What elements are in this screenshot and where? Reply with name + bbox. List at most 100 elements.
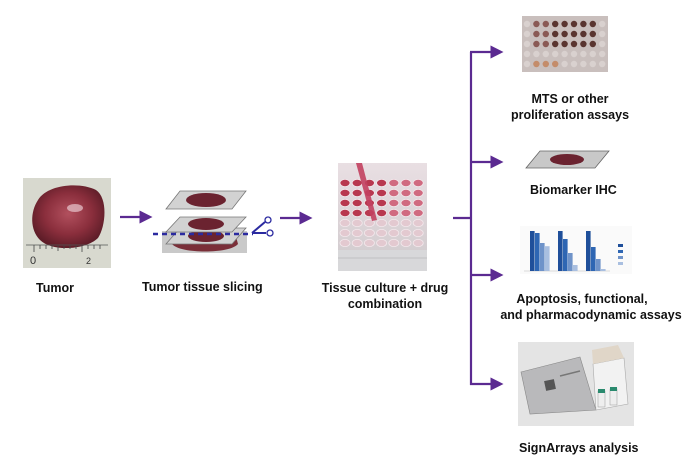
well	[400, 228, 412, 237]
mini-bar	[530, 231, 535, 271]
well	[339, 208, 351, 217]
step-label-slicing: Tumor tissue slicing	[142, 280, 263, 294]
mts-well	[561, 60, 568, 68]
mini-bar	[545, 246, 550, 271]
mts-well	[542, 30, 549, 38]
tissue-slide-illustration	[525, 150, 610, 169]
well	[376, 178, 388, 187]
mts-well	[533, 30, 540, 38]
mts-well	[599, 50, 606, 58]
mts-well	[589, 20, 596, 28]
well	[363, 218, 375, 227]
well	[351, 218, 363, 227]
mts-well	[580, 60, 587, 68]
well	[388, 228, 400, 237]
mts-well	[570, 50, 578, 58]
well	[339, 238, 351, 247]
mini-bar	[558, 231, 563, 271]
mts-well	[561, 20, 568, 28]
mini-bar	[535, 233, 540, 271]
output-label-mts: MTS or other proliferation assays	[510, 91, 630, 123]
well	[412, 208, 424, 217]
well	[339, 218, 351, 227]
output-label-signarrays: SignArrays analysis	[519, 441, 639, 455]
mts-well	[533, 50, 540, 58]
mts-well	[570, 40, 578, 48]
well	[400, 188, 412, 197]
mts-well	[580, 50, 587, 58]
mts-well	[580, 20, 587, 28]
mini-bar	[591, 247, 596, 271]
tissue-slice-2	[165, 216, 247, 233]
mts-well	[561, 50, 568, 58]
output-label-mts-line1: MTS or other	[531, 92, 609, 106]
well	[351, 238, 363, 247]
step-label-culture-line1: Tissue culture + drug	[321, 281, 449, 295]
mini-legend-swatch	[618, 244, 623, 247]
mini-bar	[563, 239, 568, 271]
well	[376, 208, 388, 217]
well	[351, 178, 363, 187]
step-label-tumor: Tumor	[36, 281, 74, 295]
well	[376, 238, 388, 247]
mts-well	[542, 60, 549, 68]
mts-well	[542, 20, 549, 28]
tissue-slice-1	[165, 190, 247, 210]
mts-well	[523, 60, 531, 68]
mts-well	[552, 30, 559, 38]
branch-connector	[453, 45, 504, 391]
well-plate-photo	[522, 16, 608, 72]
mini-legend-swatch	[618, 262, 623, 265]
well	[376, 228, 388, 237]
well	[339, 178, 351, 187]
well	[388, 198, 400, 207]
output-label-apoptosis-line2: and pharmacodynamic assays	[500, 308, 682, 322]
well	[339, 228, 351, 237]
mts-well	[561, 40, 568, 48]
mts-well	[533, 20, 540, 28]
mts-well	[552, 50, 559, 58]
well	[388, 178, 400, 187]
mts-well	[589, 50, 596, 58]
output-label-mts-line2: proliferation assays	[510, 108, 630, 122]
mini-bar	[568, 253, 573, 271]
mts-well	[580, 30, 587, 38]
mini-legend-swatch	[618, 256, 623, 259]
well	[412, 238, 424, 247]
well	[388, 208, 400, 217]
well	[400, 178, 412, 187]
mts-well	[552, 60, 559, 68]
svg-text:2: 2	[86, 256, 91, 266]
mts-well	[589, 40, 596, 48]
well	[339, 198, 351, 207]
well	[388, 218, 400, 227]
output-label-ihc: Biomarker IHC	[530, 183, 617, 197]
mini-bar	[596, 259, 601, 271]
well	[412, 218, 424, 227]
well	[351, 208, 363, 217]
tumor-photo: 0 2	[23, 178, 111, 268]
well	[363, 238, 375, 247]
mts-well	[552, 20, 559, 28]
mts-well	[589, 30, 596, 38]
well	[412, 228, 424, 237]
scissors-icon	[251, 216, 274, 237]
svg-text:0: 0	[30, 255, 36, 267]
well	[400, 198, 412, 207]
mts-well	[580, 40, 587, 48]
well-plate-pipette-photo	[338, 163, 427, 271]
mini-legend-swatch	[618, 250, 623, 253]
output-label-apoptosis: Apoptosis, functional, and pharmacodynam…	[498, 291, 684, 323]
mini-bar	[586, 231, 591, 271]
step-label-culture-line2: combination	[347, 297, 423, 311]
bar-chart-thumbnail	[520, 226, 632, 274]
well	[412, 198, 424, 207]
well	[400, 238, 412, 247]
output-label-apoptosis-line1: Apoptosis, functional,	[516, 292, 648, 306]
well	[400, 218, 412, 227]
mts-well	[533, 60, 540, 68]
well	[388, 188, 400, 197]
well	[339, 188, 351, 197]
mts-well	[599, 40, 606, 48]
